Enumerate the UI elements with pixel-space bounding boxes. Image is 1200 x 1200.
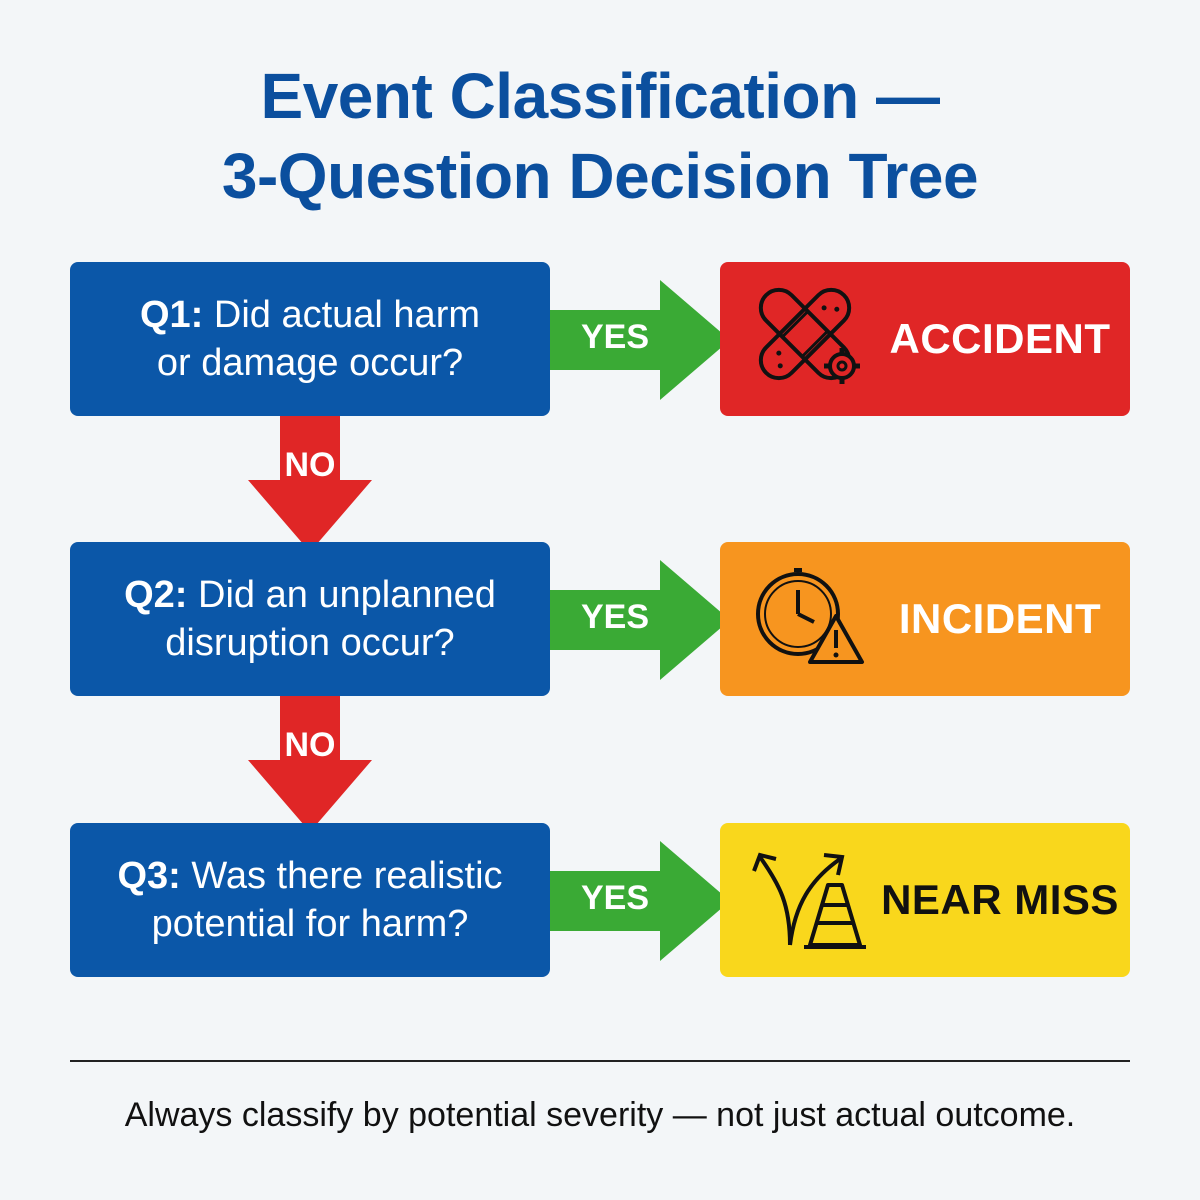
question-box-q1: Q1: Did actual harm or damage occur? — [70, 262, 550, 416]
no-label-1: NO — [284, 446, 336, 484]
question-id: Q2: — [124, 574, 188, 616]
question-text-line1: Was there realistic — [191, 855, 503, 897]
yes-label-q1: YES — [580, 318, 650, 356]
question-text-line2: potential for harm? — [151, 903, 469, 945]
outcome-near-miss: NEAR MISS — [720, 823, 1130, 977]
outcome-label: NEAR MISS — [881, 876, 1119, 923]
yes-arrow-q1 — [550, 280, 730, 400]
question-box-q2: Q2: Did an unplanned disruption occur? — [70, 542, 550, 696]
yes-arrow-q3 — [550, 841, 730, 961]
outcome-incident: INCIDENT — [720, 542, 1130, 696]
outcome-label: INCIDENT — [898, 595, 1102, 642]
no-arrow-2 — [248, 696, 372, 832]
outcome-label: ACCIDENT — [889, 315, 1111, 362]
no-arrow-1 — [248, 416, 372, 552]
title-line-1: Event Classification — — [260, 60, 940, 132]
footer-note: Always classify by potential severity — … — [124, 1096, 1076, 1134]
divider — [70, 1060, 1130, 1062]
question-text-line2: disruption occur? — [165, 622, 455, 664]
question-text-line1: Did actual harm — [213, 294, 481, 336]
outcome-accident: ACCIDENT — [720, 262, 1130, 416]
arrows-cone-icon — [752, 852, 866, 949]
question-id: Q3: — [117, 855, 181, 897]
yes-arrow-q2 — [550, 560, 730, 680]
question-text-line2: or damage occur? — [156, 342, 464, 384]
question-id: Q1: — [139, 294, 204, 336]
title-line-2: 3-Question Decision Tree — [221, 140, 979, 212]
yes-label-q3: YES — [580, 879, 650, 917]
bandage-gear-icon — [758, 287, 860, 384]
yes-label-q2: YES — [580, 598, 650, 636]
page-title: Event Classification — 3-Question Decisi… — [0, 56, 1200, 216]
question-text-line1: Did an unplanned — [198, 574, 496, 616]
question-box-q3: Q3: Was there realistic potential for ha… — [70, 823, 550, 977]
no-label-2: NO — [284, 726, 336, 764]
clock-warning-icon — [756, 568, 864, 664]
